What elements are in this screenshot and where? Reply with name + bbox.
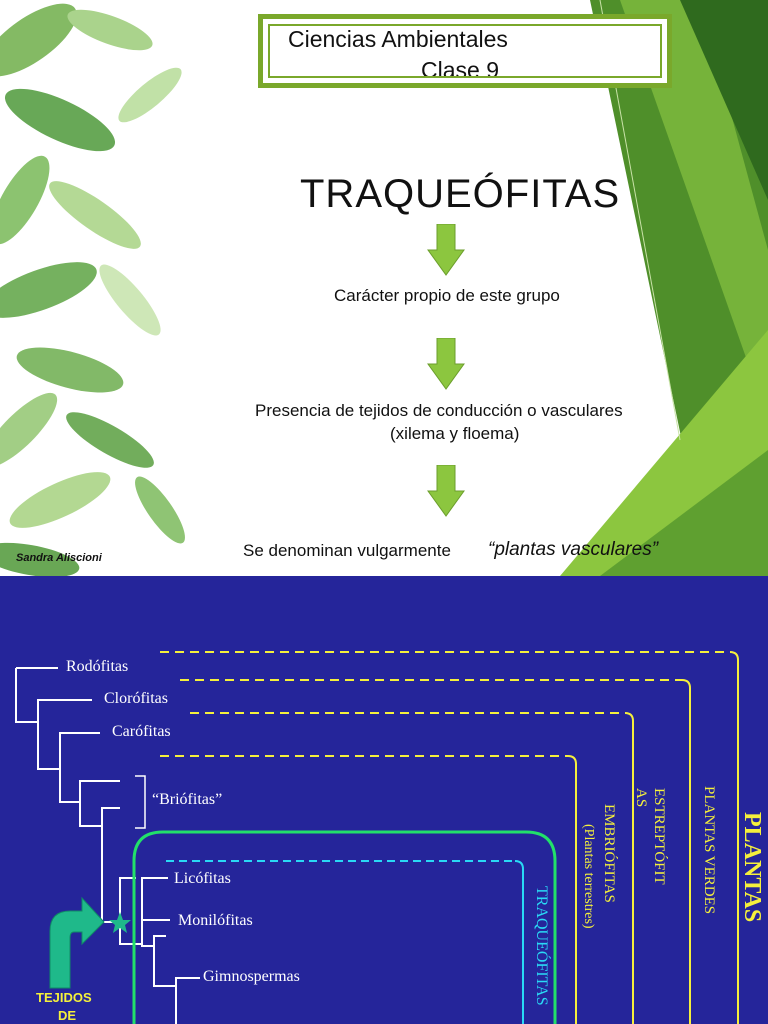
down-arrow-icon <box>427 465 465 517</box>
group-plantas-verdes: PLANTAS VERDES <box>701 786 717 915</box>
taxon-gimnospermas: Gimnospermas <box>203 968 300 985</box>
callout-de: DE <box>58 1008 77 1023</box>
down-arrow-icon <box>427 224 465 276</box>
taxon-carofitas: Carófitas <box>112 723 171 740</box>
group-embriofitas-subtitle: (Plantas terrestres) <box>581 824 596 929</box>
taxon-briofitas: “Briófitas” <box>152 791 223 808</box>
slide-cladogram: Rodófitas Clorófitas Carófitas “Briófita… <box>0 576 768 1024</box>
vascular-tissue-text: Presencia de tejidos de conducción o vas… <box>255 401 623 420</box>
leaf-decoration <box>0 3 185 576</box>
taxon-clorofitas: Clorófitas <box>104 690 168 707</box>
class-number: Clase 9 <box>421 57 499 83</box>
curved-arrow-icon <box>49 896 105 989</box>
taxon-rodofitas: Rodófitas <box>66 658 129 675</box>
callout-tejidos: TEJIDOS <box>36 990 92 1005</box>
xylem-phloem-text: (xilema y floema) <box>390 424 520 443</box>
group-estreptofitas-part2: AS <box>633 788 649 808</box>
cladogram-tree <box>15 651 739 1024</box>
taxon-licofitas: Licófitas <box>174 870 231 887</box>
green-geometric-background <box>560 0 768 576</box>
page-title: TRAQUEÓFITAS <box>300 172 621 216</box>
common-name-label: Se denominan vulgarmente <box>243 541 451 560</box>
taxon-monilofitas: Monilófitas <box>178 912 253 929</box>
header-frame: Ciencias Ambientales Clase 9 <box>258 14 672 88</box>
group-estreptofitas-part1: ESTREPTÓFIT <box>651 788 667 885</box>
group-traqueofitas: TRAQUEÓFITAS <box>533 886 550 1006</box>
group-plantas: PLANTAS <box>739 812 765 923</box>
group-embriofitas: EMBRIÓFITAS <box>601 804 617 903</box>
down-arrow-icon <box>427 338 465 390</box>
star-icon <box>109 912 131 933</box>
course-title: Ciencias Ambientales <box>288 26 508 52</box>
slide-traqueofitas: Ciencias Ambientales Clase 9 TRAQUEÓFITA… <box>0 0 768 576</box>
common-name-quote: “plantas vasculares” <box>488 539 659 560</box>
author-signature: Sandra Aliscioni <box>16 552 102 564</box>
character-text: Carácter propio de este grupo <box>334 286 560 305</box>
